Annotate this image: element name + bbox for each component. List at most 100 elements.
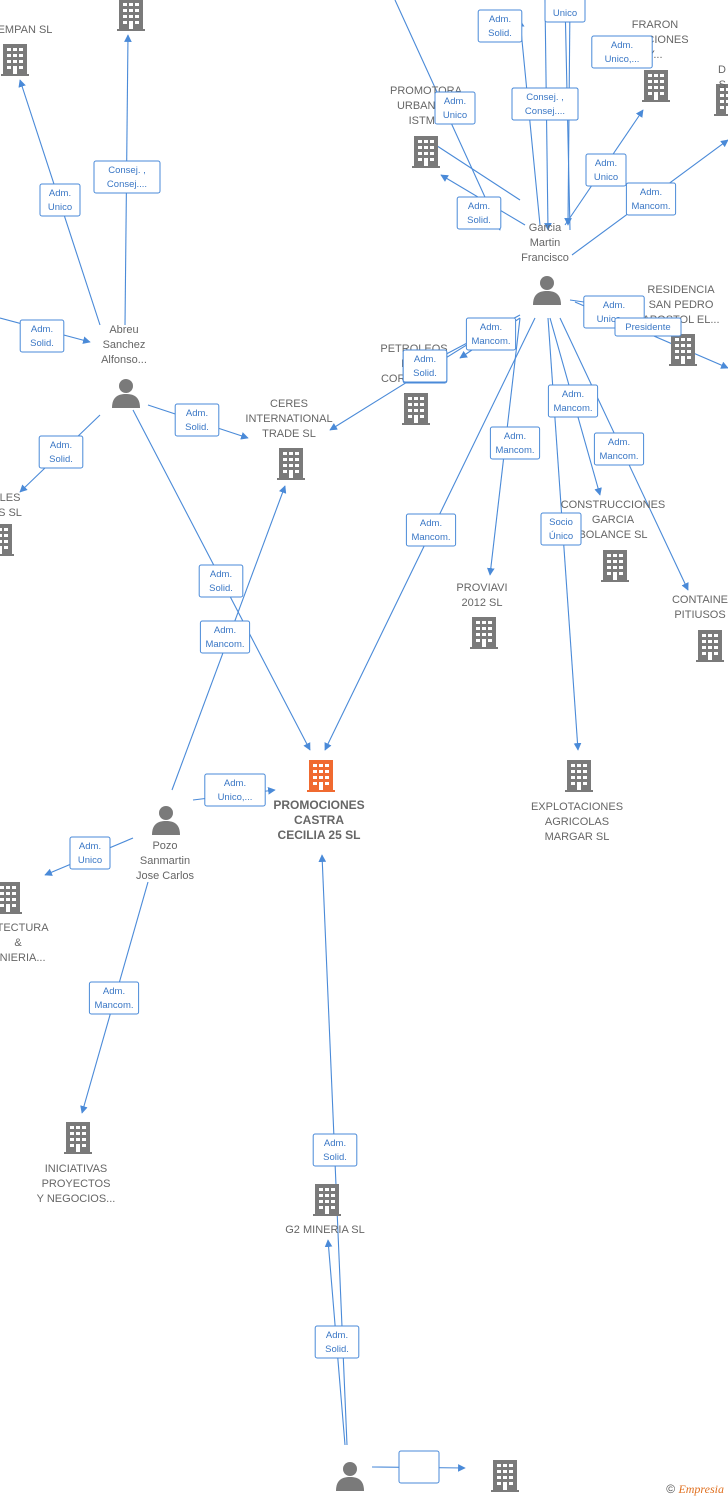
edge-role-text: Consej. , <box>108 165 146 176</box>
building-icon <box>0 524 14 556</box>
node-label: CASTRA <box>294 813 344 827</box>
edge-role-label[interactable]: Adm.Unico,... <box>204 773 266 807</box>
node-label: INICIATIVAS <box>45 1163 108 1175</box>
edge-role-text: Mancom. <box>495 445 534 456</box>
building-icon <box>491 1460 519 1492</box>
node-label: EXPLOTACIONES <box>531 801 623 813</box>
node-label: 2012 SL <box>462 597 503 609</box>
building-icon <box>402 393 430 425</box>
edge-role-text: Adm. <box>640 187 662 198</box>
node-label: Francisco <box>521 252 569 264</box>
footer-brand: © Empresia <box>666 1482 724 1497</box>
edge-role-label[interactable]: Adm.Mancom. <box>625 182 677 216</box>
edge-role-text: Solid. <box>185 422 209 433</box>
edge-role-label[interactable]: Adm.Mancom. <box>547 384 599 418</box>
node-label: PITIUSOS <box>674 609 725 621</box>
node-bottom-person[interactable]: ... <box>336 1462 364 1500</box>
node-label: MARGAR SL <box>545 831 610 843</box>
edge-role-text: Consej.... <box>525 106 565 117</box>
edge-role-label[interactable]: Presidente <box>614 317 682 337</box>
node-top-building[interactable] <box>117 0 145 31</box>
edge-role-label[interactable]: Adm.Solid. <box>314 1325 360 1359</box>
node-arquitectura[interactable]: ...TECTURA&...NIERIA... <box>0 882 49 964</box>
relationship-edge <box>427 139 521 201</box>
edge-role-label[interactable]: Adm.Solid. <box>402 349 448 383</box>
node-construcciones[interactable]: CONSTRUCCIONES GARCIA BOLANCE SL <box>561 499 666 582</box>
edge-role-label[interactable]: Adm.Solid. <box>477 9 523 43</box>
building-icon <box>117 0 145 31</box>
node-abreu[interactable]: AbreuSanchezAlfonso... <box>101 324 147 408</box>
node-right-top[interactable]: DS <box>714 64 728 116</box>
node-label: BOLANCE SL <box>578 529 647 541</box>
edge-role-text: Adm. <box>210 569 232 580</box>
brand-name: Empresia <box>678 1482 724 1496</box>
edge-role-text: Unico <box>78 855 102 866</box>
person-icon <box>533 276 561 305</box>
edge-role-label[interactable]: Unico <box>544 0 586 23</box>
node-label: CERES <box>270 398 308 410</box>
edge-role-label[interactable]: Consej. ,Consej.... <box>511 87 579 121</box>
edge-role-text: Unico,... <box>597 314 632 325</box>
edge-role-label[interactable]: Adm.Solid. <box>456 196 502 230</box>
node-label: CONSTRUCCIONES <box>561 499 666 511</box>
node-label: PROYECTOS <box>42 1178 111 1190</box>
node-label: PROMOCIONES <box>273 798 364 812</box>
edge-role-label[interactable]: Adm.Unico <box>434 91 476 125</box>
building-icon <box>669 334 697 366</box>
edge-role-text: Consej.... <box>107 179 147 190</box>
node-ceres[interactable]: CERES INTERNATIONAL TRADE SL <box>245 398 333 480</box>
edge-role-label[interactable] <box>398 1450 440 1484</box>
node-label: TRADE SL <box>262 428 316 440</box>
edge-role-label[interactable]: Adm.Unico <box>585 153 627 187</box>
edge-role-text: Solid. <box>323 1152 347 1163</box>
node-label: ...NIERIA... <box>0 952 46 964</box>
edge-role-label[interactable]: Adm.Mancom. <box>489 426 541 460</box>
edge-role-label[interactable]: Adm. Solid. <box>174 403 220 437</box>
edge-role-label[interactable]: Adm.Mancom. <box>405 513 457 547</box>
edge-role-label[interactable]: Adm.Solid. <box>38 435 84 469</box>
edge-role-text: Adm. <box>186 408 208 419</box>
edge-role-label[interactable]: Adm. Mancom. <box>88 981 140 1015</box>
edge-role-label[interactable]: Adm.Solid. <box>198 564 244 598</box>
node-label: RESIDENCIA <box>647 284 715 296</box>
node-g2[interactable]: G2 MINERIA SL <box>285 1184 365 1236</box>
node-label: INTERNATIONAL <box>245 413 332 425</box>
relationship-edge <box>516 19 541 226</box>
node-label: & <box>14 937 22 949</box>
edge-role-text: Unico,... <box>218 792 253 803</box>
edge-role-text: Unico <box>594 172 618 183</box>
edge-role-label[interactable]: Consej. , Consej.... <box>93 160 161 194</box>
node-label: Alfonso... <box>101 354 147 366</box>
edge-role-label[interactable]: Adm.Mancom. <box>199 620 251 654</box>
building-icon <box>601 550 629 582</box>
edge-role-label[interactable]: Adm.Mancom. <box>593 432 645 466</box>
edge-role-text: Mancom. <box>94 1000 133 1011</box>
edge-role-label[interactable]: Adm.Unico,... <box>591 35 653 69</box>
building-icon <box>696 630 724 662</box>
edge-role-text: Adm. <box>562 389 584 400</box>
edge-role-label[interactable]: Adm.Solid. <box>312 1133 358 1167</box>
node-empan[interactable]: EMPAN SL <box>0 24 52 76</box>
edge-role-label[interactable]: Adm.Mancom. <box>465 317 517 351</box>
node-bottom-building[interactable] <box>491 1460 519 1492</box>
edge-role-label[interactable]: Adm. Unico <box>69 836 111 870</box>
edge-role-label[interactable]: Adm.Unico <box>39 183 81 217</box>
edge-role-text: Adm. <box>79 841 101 852</box>
edge-role-text: Adm. <box>103 986 125 997</box>
edge-role-text: Adm. <box>444 96 466 107</box>
node-containe[interactable]: CONTAINE PITIUSOS <box>672 594 728 662</box>
edge-role-label[interactable]: Adm.Solid. <box>19 319 65 353</box>
edge-role-text: Único <box>549 531 573 542</box>
node-label: CONTAINE <box>672 594 728 606</box>
person-icon <box>336 1462 364 1491</box>
node-label: GARCIA <box>592 514 635 526</box>
